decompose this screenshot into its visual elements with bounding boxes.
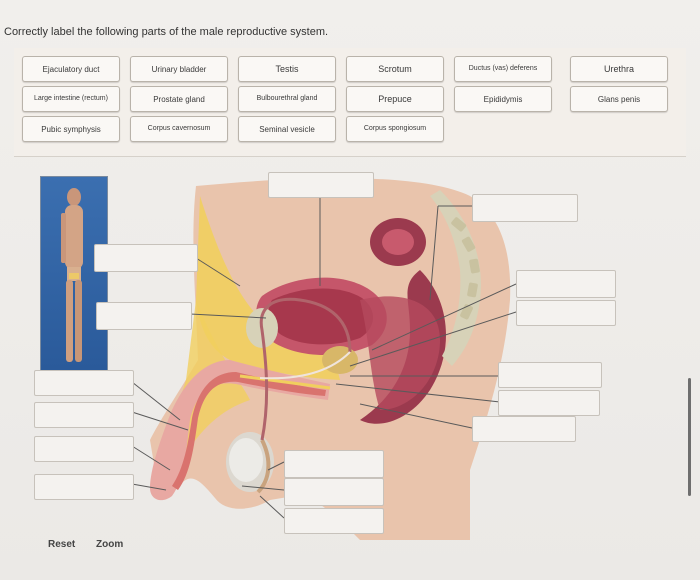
- drop-target-14[interactable]: [284, 478, 384, 506]
- drop-target-9[interactable]: [34, 370, 134, 396]
- drop-target-8[interactable]: [472, 416, 576, 442]
- drop-target-6[interactable]: [498, 362, 602, 388]
- drop-target-11[interactable]: [34, 436, 134, 462]
- drop-target-15[interactable]: [284, 508, 384, 534]
- scrollbar-thumb[interactable]: [688, 378, 691, 496]
- drop-target-2[interactable]: [96, 302, 192, 330]
- drop-target-urinary-bladder-area[interactable]: [268, 172, 374, 198]
- drop-target-1[interactable]: [94, 244, 198, 272]
- drop-target-7[interactable]: [498, 390, 600, 416]
- reset-button[interactable]: Reset: [48, 539, 75, 550]
- drop-target-3[interactable]: [472, 194, 578, 222]
- drop-target-12[interactable]: [34, 474, 134, 500]
- drop-target-4[interactable]: [516, 270, 616, 298]
- drop-target-13[interactable]: [284, 450, 384, 478]
- drop-target-5[interactable]: [516, 300, 616, 326]
- drop-target-10[interactable]: [34, 402, 134, 428]
- zoom-button[interactable]: Zoom: [96, 539, 123, 550]
